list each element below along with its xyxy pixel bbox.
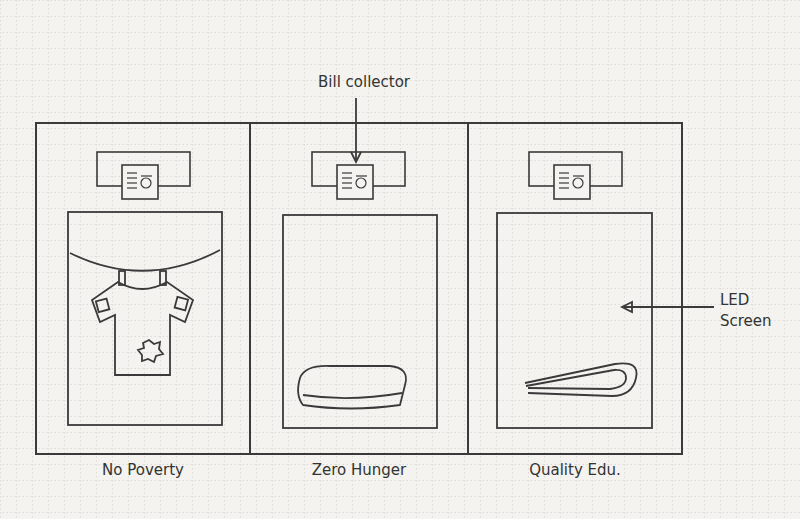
- hairpin-icon: [525, 363, 637, 396]
- bill-collector: [97, 152, 190, 199]
- panel-heading: No Poverty: [37, 461, 249, 479]
- led-screen: [68, 212, 222, 425]
- leader-line: [622, 302, 714, 312]
- panel-heading: Zero Hunger: [251, 461, 467, 479]
- leader-line: [351, 98, 361, 162]
- led-screen: [283, 215, 437, 428]
- illustrations: [68, 98, 714, 428]
- led-screen: [497, 213, 652, 428]
- bill-collector: [529, 152, 622, 199]
- bill-collector: [312, 152, 405, 199]
- bread-icon: [298, 366, 406, 409]
- clothesline: [70, 250, 220, 271]
- panel-box: Quality Edu.: [467, 122, 683, 455]
- screen-label: LED Screen: [720, 290, 784, 332]
- panel-heading: Quality Edu.: [469, 461, 681, 479]
- panel-box: Zero Hunger: [249, 122, 469, 455]
- callout-label: Bill collector: [318, 72, 410, 93]
- shirt-icon: [92, 271, 193, 375]
- panel-box: No Poverty: [35, 122, 251, 455]
